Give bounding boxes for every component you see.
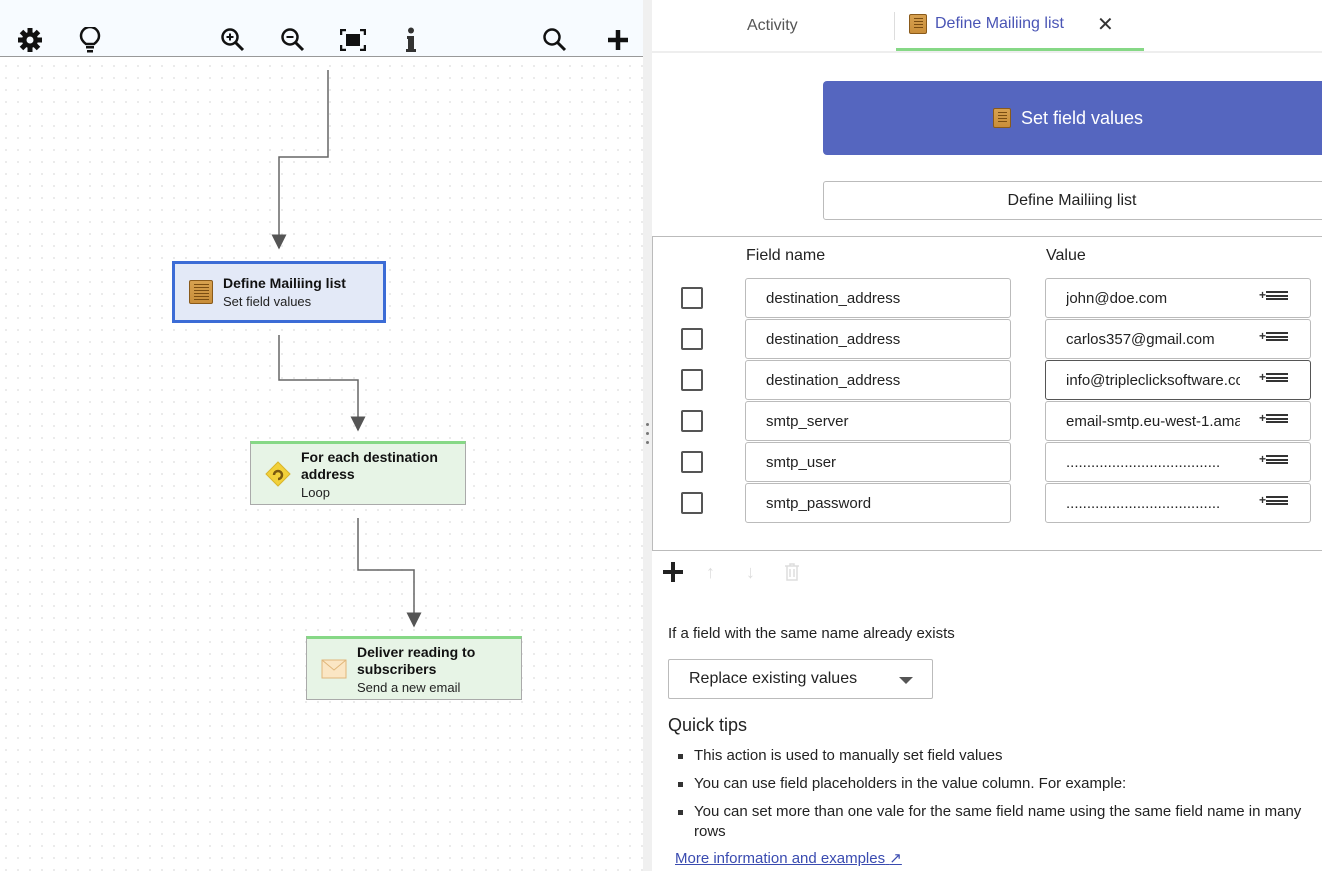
tip-item: You can use field placeholders in the va… xyxy=(668,774,1308,794)
action-type-label: Set field values xyxy=(1020,107,1144,128)
connector xyxy=(278,335,366,432)
insert-placeholder-icon[interactable]: + xyxy=(1259,329,1288,343)
row-checkbox[interactable] xyxy=(681,328,703,350)
insert-placeholder-icon[interactable]: + xyxy=(1259,370,1288,384)
node-title: For each destination address xyxy=(301,448,438,482)
connector xyxy=(357,518,422,628)
field-name-input[interactable]: smtp_password xyxy=(745,483,1011,523)
book-list-icon xyxy=(909,14,927,34)
zoom-out-icon[interactable] xyxy=(279,26,307,54)
gear-icon[interactable] xyxy=(16,26,44,54)
add-row-button[interactable] xyxy=(662,561,684,588)
field-value-text: ..................................... xyxy=(1066,494,1221,512)
connector xyxy=(271,70,329,250)
action-type-button[interactable]: Set field values xyxy=(823,81,1322,155)
book-list-icon xyxy=(189,280,213,304)
tip-item: You can set more than one vale for the s… xyxy=(668,802,1308,842)
canvas-toolbar xyxy=(0,0,643,57)
column-header-value: Value xyxy=(1046,247,1086,264)
row-checkbox[interactable] xyxy=(681,369,703,391)
move-down-icon[interactable]: ↓ xyxy=(746,562,755,582)
tab-activity[interactable]: Activity xyxy=(747,16,798,34)
insert-placeholder-icon[interactable]: + xyxy=(1259,411,1288,425)
field-value-text: ..................................... xyxy=(1066,453,1221,471)
plus-icon[interactable] xyxy=(604,26,632,54)
fields-table: Field name Value destination_address joh… xyxy=(652,236,1322,551)
insert-placeholder-icon[interactable]: + xyxy=(1259,493,1288,507)
search-icon[interactable] xyxy=(541,26,569,54)
node-subtitle: Set field values xyxy=(223,294,312,309)
field-name-input[interactable]: smtp_user xyxy=(745,442,1011,482)
connectors xyxy=(271,70,422,628)
fit-screen-icon[interactable] xyxy=(339,26,367,54)
exists-select[interactable]: Replace existing values xyxy=(668,659,933,699)
node-title: Define Mailiing list xyxy=(223,275,346,291)
field-name-input[interactable]: smtp_server xyxy=(745,401,1011,441)
field-value-text: john@doe.com xyxy=(1066,289,1168,307)
chevron-down-icon xyxy=(899,677,913,684)
field-value-input[interactable]: email-smtp.eu-west-1.amazonaws.com + xyxy=(1045,401,1311,441)
node-subtitle: Loop xyxy=(301,484,330,500)
field-value-input[interactable]: info@tripleclicksoftware.com + xyxy=(1045,360,1311,400)
field-value-text: email-smtp.eu-west-1.amazonaws.com xyxy=(1066,412,1240,430)
insert-placeholder-icon[interactable]: + xyxy=(1259,452,1288,466)
tip-item: This action is used to manually set fiel… xyxy=(668,746,1308,766)
lightbulb-icon[interactable] xyxy=(76,26,104,54)
field-value-input[interactable]: carlos357@gmail.com + xyxy=(1045,319,1311,359)
field-value-text: info@tripleclicksoftware.com xyxy=(1066,371,1240,389)
zoom-in-icon[interactable] xyxy=(219,26,247,54)
field-name-input[interactable]: destination_address xyxy=(745,360,1011,400)
insert-placeholder-icon[interactable]: + xyxy=(1259,288,1288,302)
row-checkbox[interactable] xyxy=(681,410,703,432)
row-checkbox[interactable] xyxy=(681,451,703,473)
row-checkbox[interactable] xyxy=(681,287,703,309)
node-subtitle: Send a new email xyxy=(357,679,461,695)
field-value-text: carlos357@gmail.com xyxy=(1066,330,1215,348)
quick-tips-list: This action is used to manually set fiel… xyxy=(668,746,1308,850)
field-value-input[interactable]: ..................................... + xyxy=(1045,483,1311,523)
trash-icon[interactable] xyxy=(784,563,800,586)
field-value-input[interactable]: john@doe.com + xyxy=(1045,278,1311,318)
exists-label: If a field with the same name already ex… xyxy=(668,625,955,642)
info-icon[interactable] xyxy=(397,26,425,54)
book-list-icon xyxy=(992,108,1011,128)
column-header-field-name: Field name xyxy=(746,247,826,264)
tab-label: Define Mailiing list xyxy=(935,15,1064,32)
loop-icon xyxy=(265,461,291,487)
envelope-icon xyxy=(321,659,347,679)
row-checkbox[interactable] xyxy=(681,492,703,514)
panel-splitter[interactable] xyxy=(643,0,652,871)
field-name-input[interactable]: destination_address xyxy=(745,278,1011,318)
action-name-input[interactable]: Define Mailiing list xyxy=(823,181,1322,220)
tab-define-mailing-list[interactable]: Define Mailiing list ✕ xyxy=(896,0,1144,51)
field-value-input[interactable]: ..................................... + xyxy=(1045,442,1311,482)
quick-tips-title: Quick tips xyxy=(668,715,748,735)
close-icon[interactable]: ✕ xyxy=(1096,13,1114,36)
more-info-link-text: More information and examples xyxy=(675,850,886,867)
move-up-icon[interactable]: ↑ xyxy=(706,562,715,582)
node-title: Deliver reading to subscribers xyxy=(357,643,476,677)
field-name-input[interactable]: destination_address xyxy=(745,319,1011,359)
more-info-link[interactable]: More information and examples ↗ xyxy=(675,849,902,867)
exists-select-value: Replace existing values xyxy=(689,670,858,687)
properties-panel: Activity Define Mailiing list ✕ Set fiel… xyxy=(652,0,1322,871)
external-link-icon: ↗ xyxy=(889,850,902,867)
